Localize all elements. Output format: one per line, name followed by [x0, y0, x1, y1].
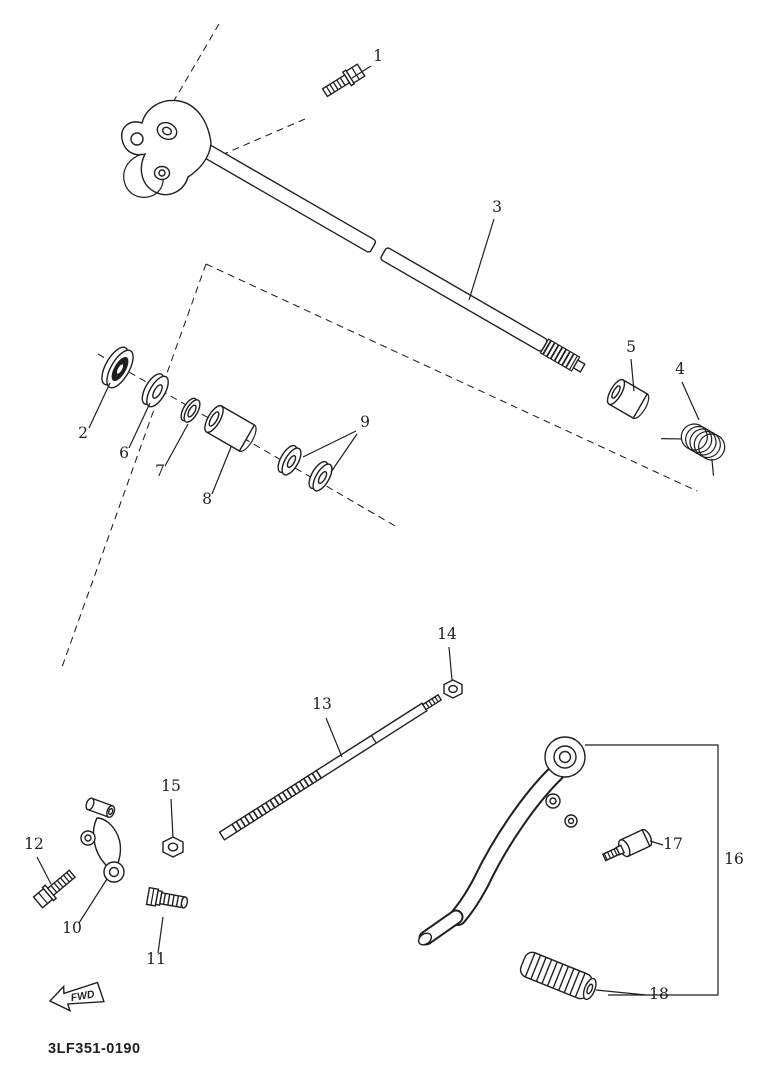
part-10-linkage-arm	[80, 797, 125, 883]
part-label-9: 9	[360, 413, 370, 431]
part-label-6: 6	[119, 444, 129, 462]
part-13-shift-rod	[218, 693, 443, 841]
part-4-torsion-spring	[661, 423, 726, 476]
part-label-16: 16	[724, 850, 744, 868]
fwd-arrow: FWD	[48, 981, 105, 1013]
leader-lines	[36, 65, 719, 996]
part-7-circlip	[180, 397, 201, 423]
part-label-5: 5	[626, 338, 636, 356]
part-14-nut	[443, 679, 463, 699]
part-16-pedal	[417, 736, 586, 946]
part-label-15: 15	[161, 777, 181, 795]
part-8-spacer	[204, 404, 257, 452]
part-9-washers	[277, 444, 333, 492]
diagram-code: 3LF351-0190	[48, 1041, 141, 1057]
part-label-11: 11	[146, 950, 166, 968]
fwd-label: FWD	[70, 988, 96, 1004]
part-label-1: 1	[373, 47, 383, 65]
part-3-shaft	[196, 141, 586, 373]
part-15-nut	[162, 836, 184, 858]
part-12-bolt	[32, 869, 77, 909]
part-label-8: 8	[202, 490, 212, 508]
part-label-3: 3	[492, 198, 502, 216]
part-label-13: 13	[312, 695, 332, 713]
fwd-arrow-shape	[48, 981, 105, 1013]
part-2-damper	[101, 346, 134, 389]
part-label-18: 18	[649, 985, 669, 1003]
part-5-collar	[606, 378, 650, 420]
part-1-bolt	[321, 63, 366, 98]
part-6-washer	[141, 373, 169, 408]
part-18-pedal-rubber	[519, 951, 597, 1001]
part-label-12: 12	[24, 835, 44, 853]
part-number-labels: 1 2 3 4 5 6 7 8 9 10 11 12 13 14 15 16 1…	[24, 47, 744, 1003]
part-11-pivot-bolt	[145, 886, 189, 909]
part-label-14: 14	[437, 625, 457, 643]
part-17-tie-rod-end	[601, 828, 653, 862]
part-label-10: 10	[62, 919, 82, 937]
part-label-7: 7	[155, 462, 165, 480]
part-3-shift-arm	[121, 99, 212, 198]
part-16-bracket-line	[585, 744, 719, 996]
part-label-17: 17	[663, 835, 683, 853]
part-label-2: 2	[78, 424, 88, 442]
part-label-4: 4	[675, 360, 685, 378]
